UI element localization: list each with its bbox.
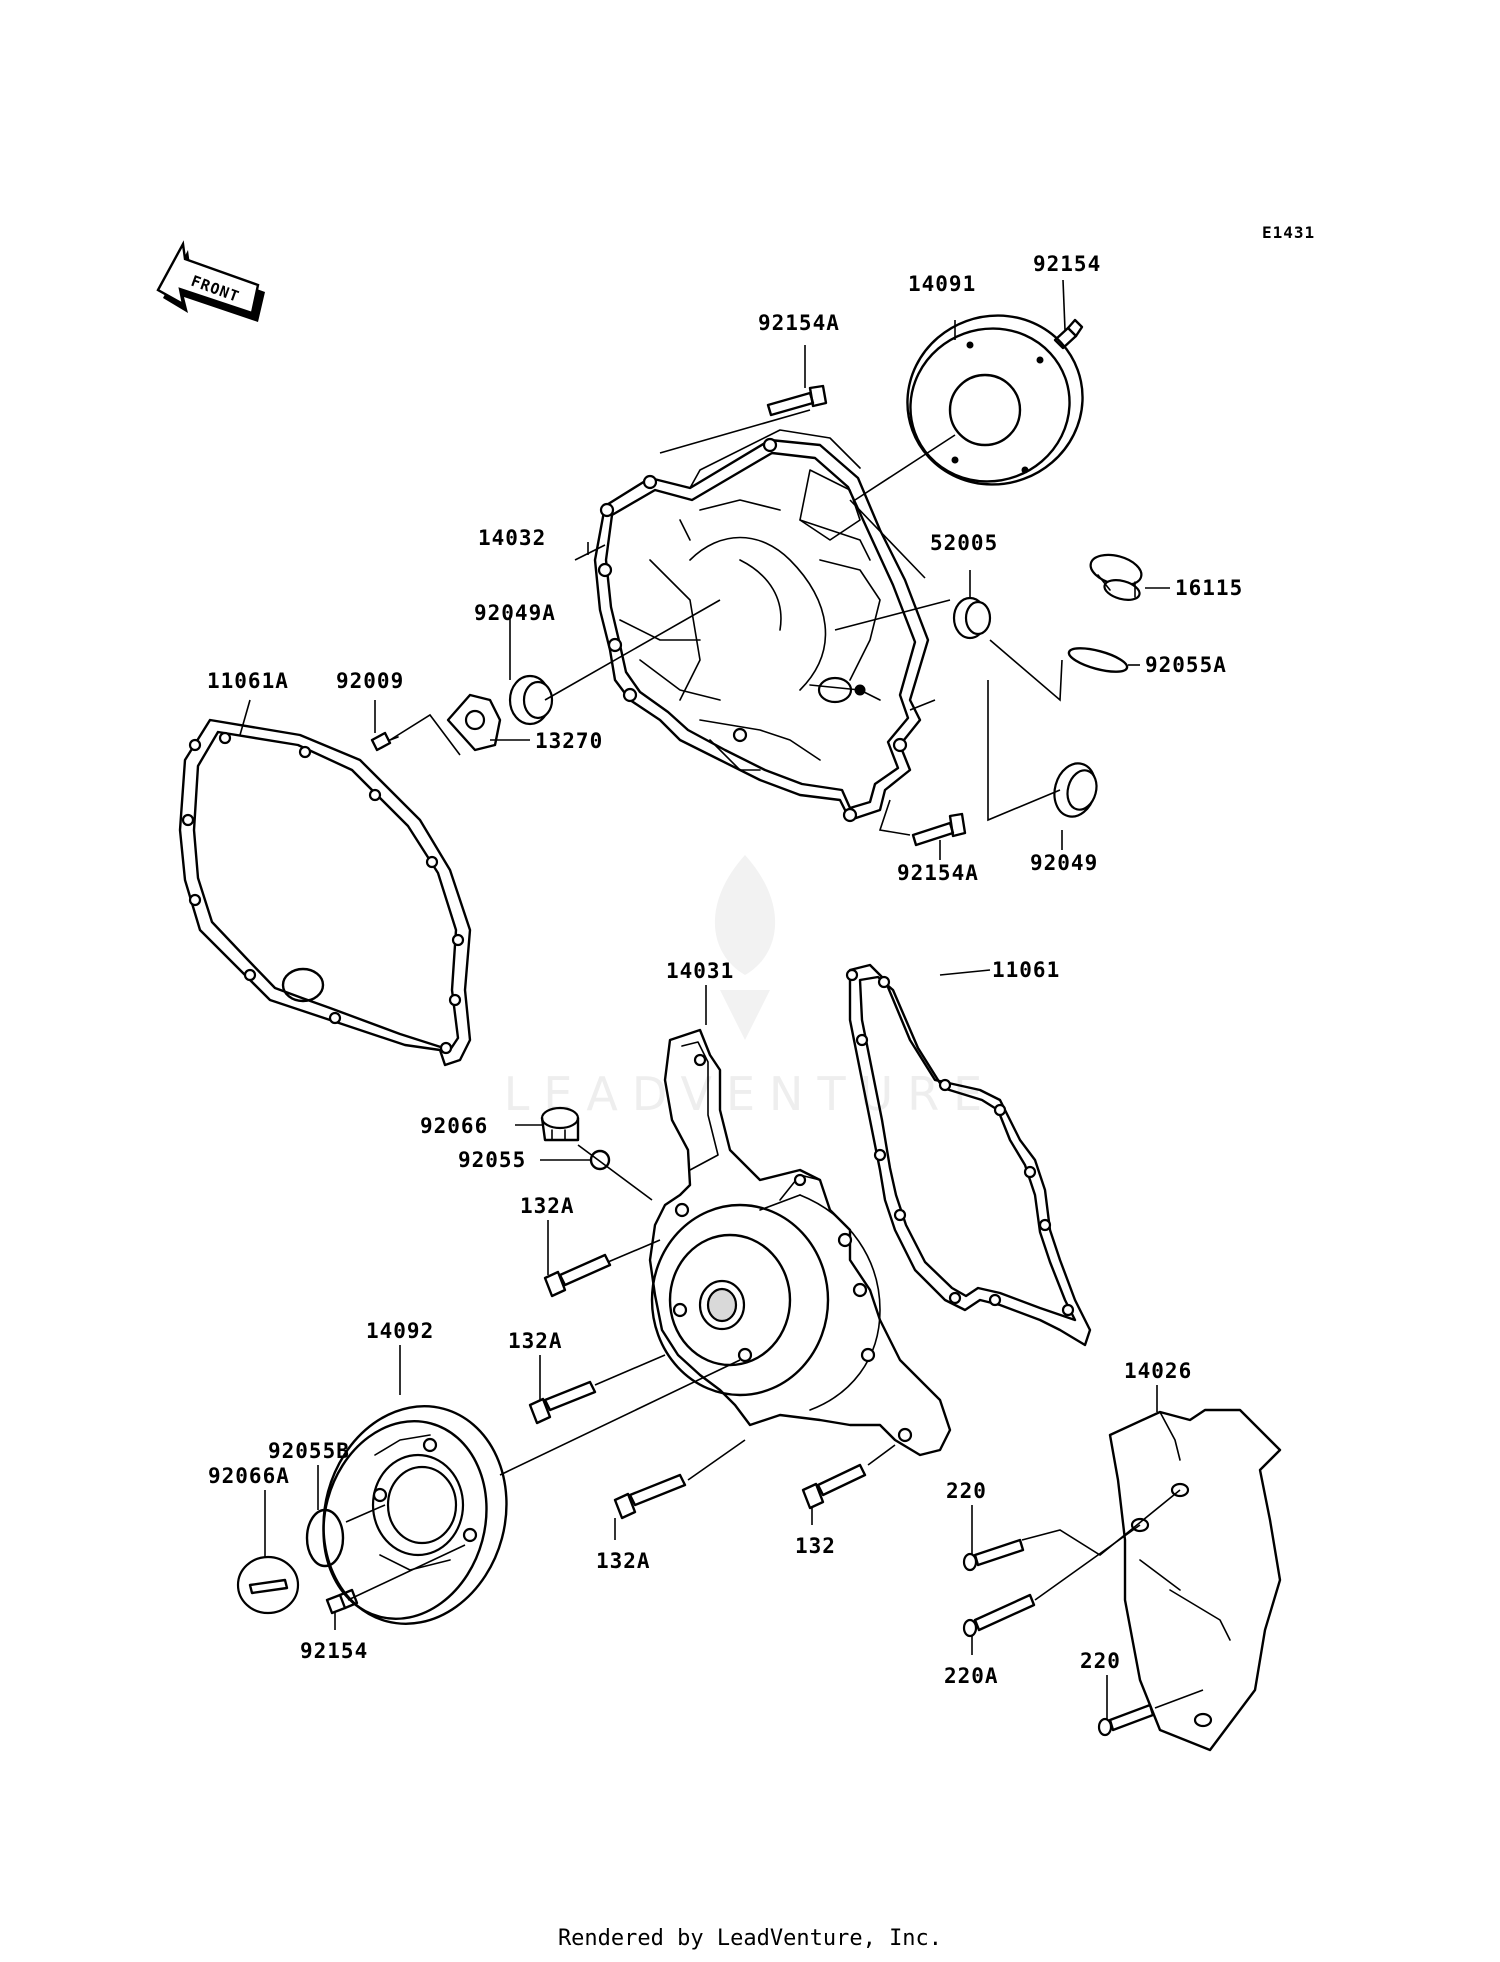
- bush-52005: [952, 596, 992, 640]
- callout-14031: 14031: [666, 959, 734, 983]
- callout-220-2: 220: [1080, 1649, 1121, 1673]
- callout-220-1: 220: [946, 1479, 987, 1503]
- watermark-text: LEADVENTURE: [504, 1067, 997, 1121]
- callout-92066: 92066: [420, 1114, 488, 1138]
- callout-92009: 92009: [336, 669, 404, 693]
- bolt-220A: [962, 1593, 1036, 1638]
- bolt-92154A-mid: [911, 812, 967, 847]
- bolt-132: [801, 1463, 867, 1510]
- callout-11061: 11061: [992, 958, 1060, 982]
- bolt-92154A-top: [766, 384, 828, 417]
- sprocket-cover-14026: [1108, 1408, 1282, 1752]
- cap-92066A: [236, 1555, 300, 1615]
- callout-92055A: 92055A: [1145, 653, 1227, 677]
- bolt-132A-1: [543, 1253, 612, 1298]
- callouts: 92154 14091 92154A 14032 52005 16115 920…: [207, 252, 1243, 1688]
- oil-seal-92049: [1053, 762, 1098, 818]
- bolt-132A-2: [528, 1380, 597, 1425]
- bolt-132A-3: [613, 1473, 687, 1520]
- callout-92049: 92049: [1030, 851, 1098, 875]
- cover-14092: [322, 1405, 508, 1625]
- o-ring-92055B: [305, 1508, 345, 1568]
- callout-13270: 13270: [535, 729, 603, 753]
- front-arrow-icon: FRONT: [156, 240, 265, 322]
- oil-filler-cap-16115: [1089, 553, 1143, 601]
- callout-52005: 52005: [930, 531, 998, 555]
- bolt-220-2: [1097, 1703, 1155, 1737]
- callout-132A-1: 132A: [520, 1194, 575, 1218]
- callout-92055B: 92055B: [268, 1439, 350, 1463]
- callout-16115: 16115: [1175, 576, 1243, 600]
- callout-132A-2: 132A: [508, 1329, 563, 1353]
- callout-132: 132: [795, 1534, 836, 1558]
- bolt-220-1: [962, 1538, 1025, 1572]
- callout-14032: 14032: [478, 526, 546, 550]
- callout-14026: 14026: [1124, 1359, 1192, 1383]
- callout-220A: 220A: [944, 1664, 999, 1688]
- callout-132A-3: 132A: [596, 1549, 651, 1573]
- plate-13270: [446, 693, 502, 752]
- screw-92009: [370, 731, 399, 752]
- callout-92154-bottom: 92154: [300, 1639, 368, 1663]
- clutch-cover-14032: [593, 429, 930, 823]
- footer-credit: Rendered by LeadVenture, Inc.: [558, 1926, 942, 1951]
- gasket-11061A: [178, 718, 472, 1067]
- oil-seal-92049A: [508, 674, 554, 726]
- drawing-id: E1431: [1262, 223, 1315, 242]
- o-ring-92055A: [1067, 647, 1129, 673]
- callout-92154A-top: 92154A: [758, 311, 840, 335]
- screw-92154-top: [1053, 318, 1084, 350]
- callout-92066A: 92066A: [208, 1464, 290, 1488]
- callout-11061A: 11061A: [207, 669, 289, 693]
- watermark: LEADVENTURE: [504, 855, 997, 1121]
- callout-92055: 92055: [458, 1148, 526, 1172]
- callout-14092: 14092: [366, 1319, 434, 1343]
- callout-92154A-mid: 92154A: [897, 861, 979, 885]
- callout-92154-top: 92154: [1033, 252, 1101, 276]
- callout-92049A: 92049A: [474, 601, 556, 625]
- callout-14091: 14091: [908, 272, 976, 296]
- cover-plate-14091: [906, 314, 1084, 486]
- plug-92066: [540, 1106, 580, 1142]
- leader-lines: [239, 279, 1204, 1720]
- gasket-11061: [845, 963, 1092, 1347]
